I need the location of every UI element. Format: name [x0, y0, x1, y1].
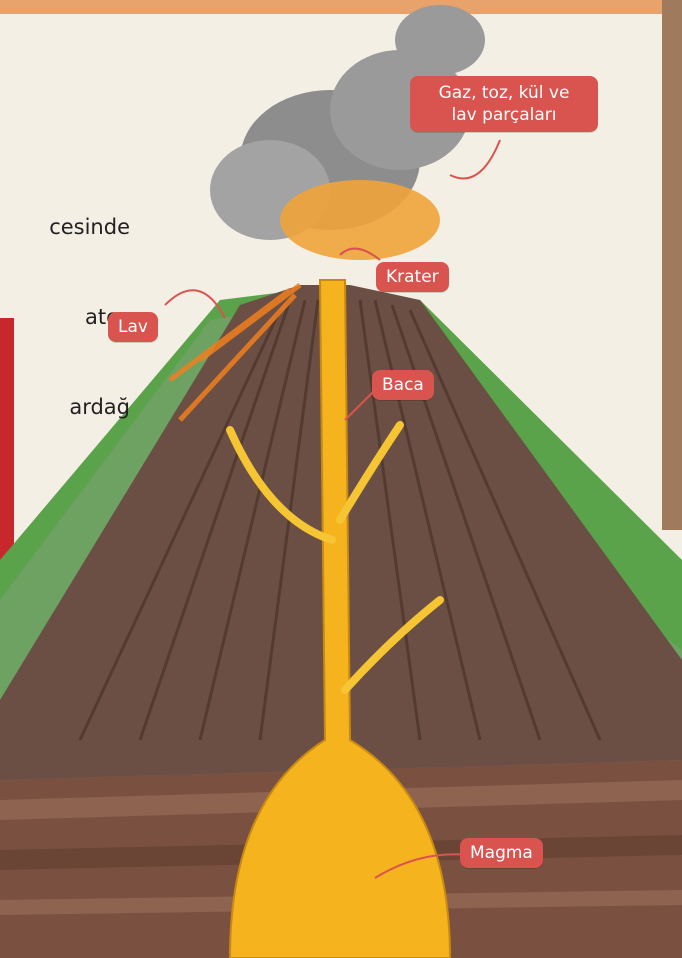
- gas-ash-label-line-2: lav parçaları: [418, 104, 590, 126]
- gas-ash-label-line-1: Gaz, toz, kül ve: [418, 82, 590, 104]
- crater-label: Krater: [376, 262, 449, 292]
- intro-line-1: cesinde: [0, 212, 130, 242]
- vent-label: Baca: [372, 370, 434, 400]
- gas-ash-label: Gaz, toz, kül ve lav parçaları: [410, 76, 598, 132]
- top-border: [0, 0, 682, 14]
- right-frame: [662, 0, 682, 530]
- intro-line-3: ardağ: [0, 392, 130, 422]
- lava-label: Lav: [108, 312, 158, 342]
- magma-label: Magma: [460, 838, 543, 868]
